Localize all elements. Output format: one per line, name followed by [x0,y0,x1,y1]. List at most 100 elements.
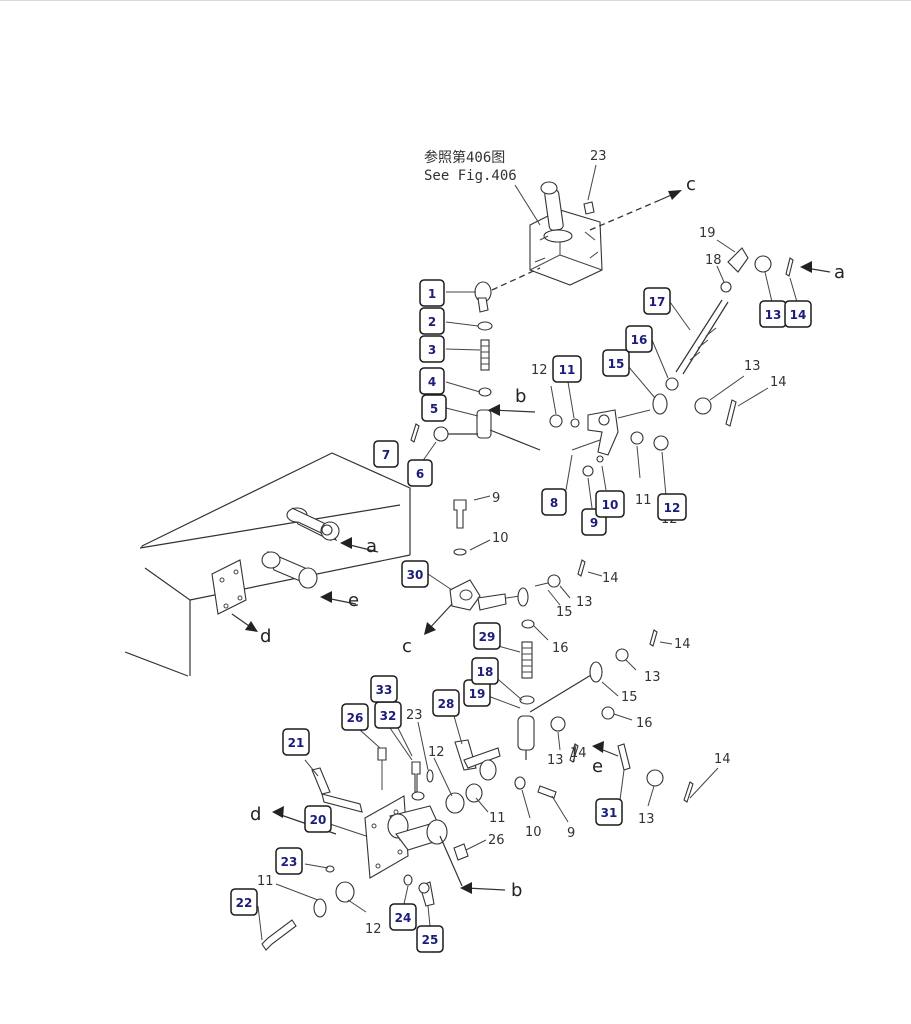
leader-5 [445,407,479,417]
plain-label: 18 [705,253,722,268]
leader-13-c [559,585,571,599]
svg-text:16: 16 [631,333,648,347]
callout-badge: 23 [275,847,303,875]
plain-label: 10 [492,531,509,546]
svg-text:25: 25 [422,933,439,947]
callout-badge: 13 [759,300,787,328]
leader-9-c [551,795,569,823]
callout-badge: 30 [401,560,429,588]
leader-3 [445,348,481,351]
plain-label: 13 [744,359,761,374]
callout-badge: 2 [419,307,445,335]
arrow-letter: d [260,626,271,647]
leader-12-a [550,385,557,415]
svg-text:6: 6 [416,467,424,481]
reference-en: See Fig.406 [424,168,517,184]
arrow-letter: b [511,880,522,901]
svg-text:21: 21 [288,736,305,750]
plain-label: 26 [488,833,505,848]
arrow-b-bottom [465,887,506,891]
callout-badge: 18 [471,657,499,685]
plain-label: 14 [770,375,787,390]
arrow-letter: c [402,636,412,657]
leader-12-b [661,451,667,497]
arrow-letter: b [515,386,526,407]
arrow-letter: a [834,262,845,283]
callout-badge: 6 [407,459,433,487]
leader-13-d [625,659,637,671]
callout-badge: 29 [473,622,501,650]
callout-badge: 21 [282,728,310,756]
svg-text:24: 24 [395,911,412,925]
plain-label: 12 [365,922,382,937]
leader-14-f [689,767,719,799]
leader-19-a [716,239,736,253]
leader-13-e [557,731,561,751]
callout-badge: 5 [421,394,447,422]
callout-badge: 12 [657,493,687,521]
arrow-c-mid [427,603,453,631]
leader-31 [619,769,625,801]
leader-23-top [587,164,597,201]
leader-14-e [573,743,577,763]
leader-4 [445,381,481,393]
callout-badge: 16 [625,325,653,353]
arrow-c-top-head [668,190,682,200]
svg-text:33: 33 [376,683,393,697]
top-border-line [0,0,911,1]
callout-badge: 4 [419,367,445,395]
cabinet-cylinders [211,507,340,615]
svg-text:32: 32 [380,709,397,723]
callout-badge: 20 [304,805,332,833]
plain-label: 13 [638,812,655,827]
callout-badge: 19 [463,679,491,707]
leader-10-b [469,539,491,551]
leader-10-c [521,789,531,819]
svg-text:5: 5 [430,402,438,416]
plain-label: 14 [714,752,731,767]
leader-19-b [487,695,521,709]
leader-12-d [433,757,453,797]
plain-label: 15 [556,605,573,620]
svg-text:13: 13 [765,308,782,322]
leader-12-c [347,899,367,913]
plain-label: 11 [257,874,274,889]
plain-label: 19 [699,226,716,241]
svg-text:2: 2 [428,315,436,329]
arrow-letter: e [592,756,603,777]
leader-15-c [601,681,619,697]
leader-11-d [475,797,489,813]
svg-text:10: 10 [602,498,619,512]
leader-26-b [465,839,487,851]
plain-label: 11 [489,811,506,826]
plain-label: 13 [547,753,564,768]
leader-ref [514,184,541,226]
leader-22 [257,905,263,941]
arrow-a-top-head [800,261,812,273]
svg-text:28: 28 [438,697,455,711]
leader-18-a [716,265,725,283]
leader-29 [497,645,521,653]
arrow-b-mid-head [488,404,500,416]
svg-text:8: 8 [550,496,558,510]
link-parts-left [410,281,541,451]
leader-6 [421,441,437,463]
svg-text:11: 11 [559,363,576,377]
callout-badge: 11 [552,355,582,383]
plain-label: 10 [525,825,542,840]
svg-text:14: 14 [790,308,807,322]
bottom-bracket-assembly [261,739,557,951]
leader-25 [427,905,431,927]
leader-23-c [304,863,329,869]
pin-23-top [583,201,595,215]
callout-badge: 26 [341,703,369,731]
bell-crank-group [549,247,794,477]
svg-text:7: 7 [382,448,390,462]
leader-15-a [627,365,656,399]
callout-badge: 22 [230,888,258,916]
callout-badge: 15 [602,349,630,377]
callout-badge: 7 [373,440,399,468]
control-lever-assembly [529,181,603,286]
callout-badge: 10 [595,490,625,518]
